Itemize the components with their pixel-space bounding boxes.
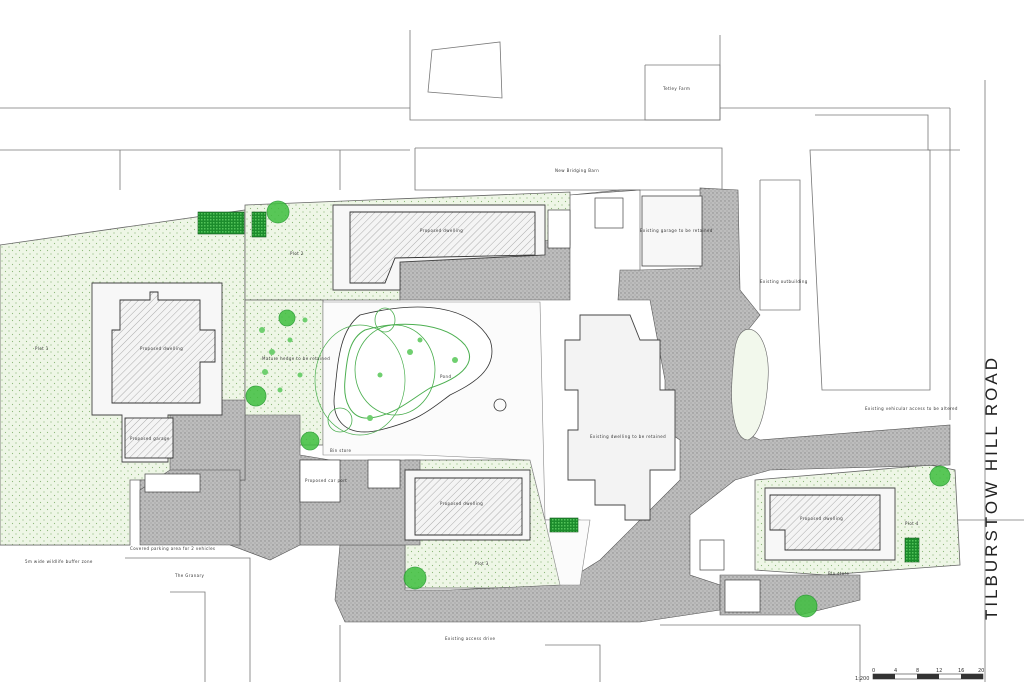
road-name: TILBURSTOW HILL ROAD — [982, 355, 1001, 620]
label-the-granary: The Granary — [174, 573, 205, 578]
scale-tick-2: 8 — [916, 668, 919, 674]
label-new-building: New Bridging Barn — [555, 168, 599, 173]
label-proposed-garage: Proposed garage — [130, 436, 170, 441]
label-plot-1: Plot 1 — [35, 346, 49, 351]
existing-dwelling — [564, 314, 676, 521]
scale-bar: 1:200 0 4 8 12 16 20 — [855, 668, 984, 682]
existing-garage — [641, 195, 703, 267]
label-car-port: Proposed car port — [305, 478, 347, 483]
label-existing-drive: Existing access drive — [445, 636, 496, 641]
scale-tick-1: 4 — [894, 668, 897, 674]
label-bin-store-2: Bin store — [828, 571, 850, 576]
label-vehicle-access: Existing vehicular access to be altered — [865, 406, 958, 411]
shrubs — [259, 317, 458, 421]
label-existing-outbuilding: Existing outbuilding — [760, 279, 808, 284]
scale-tick-5: 20 — [978, 668, 984, 674]
label-parking-note: Covered parking area for 2 vehicles — [130, 546, 215, 551]
proposed-dwelling-4 — [769, 494, 881, 551]
scale-tick-4: 16 — [958, 668, 964, 674]
label-existing-garage: Existing garage to be retained — [640, 228, 713, 233]
label-pond: Pond — [440, 374, 451, 379]
proposed-dwelling-3 — [414, 477, 523, 536]
pond — [314, 306, 507, 436]
scale-tick-0: 0 — [872, 668, 875, 674]
planting-beds — [197, 211, 920, 563]
label-proposed-dwelling-3: Proposed dwelling — [440, 501, 483, 506]
trees — [245, 200, 951, 618]
label-proposed-dwelling-2: Proposed dwelling — [420, 228, 463, 233]
scale-ratio: 1:200 — [855, 676, 869, 682]
proposed-dwelling-1 — [111, 291, 216, 404]
label-top-right-building: Tetley Farm — [662, 86, 690, 91]
label-hedge-note: Mature hedge to be retained — [262, 356, 330, 361]
proposed-dwelling-2 — [349, 211, 536, 284]
label-buffer-zone: 5m wide wildlife buffer zone — [25, 559, 93, 564]
small-structures — [144, 197, 761, 613]
label-plot-3: Plot 3 — [475, 561, 489, 566]
existing-pond — [731, 329, 769, 441]
scale-tick-3: 12 — [936, 668, 942, 674]
proposed-garage — [124, 417, 174, 459]
label-plot-2: Plot 2 — [290, 251, 304, 256]
context-lines — [0, 30, 1024, 682]
label-plot-4: Plot 4 — [905, 521, 919, 526]
label-existing-dwelling: Existing dwelling to be retained — [590, 434, 666, 439]
label-bins-note: Bin store — [330, 448, 352, 453]
label-proposed-dwelling-1: Proposed dwelling — [140, 346, 183, 351]
label-proposed-dwelling-4: Proposed dwelling — [800, 516, 843, 521]
